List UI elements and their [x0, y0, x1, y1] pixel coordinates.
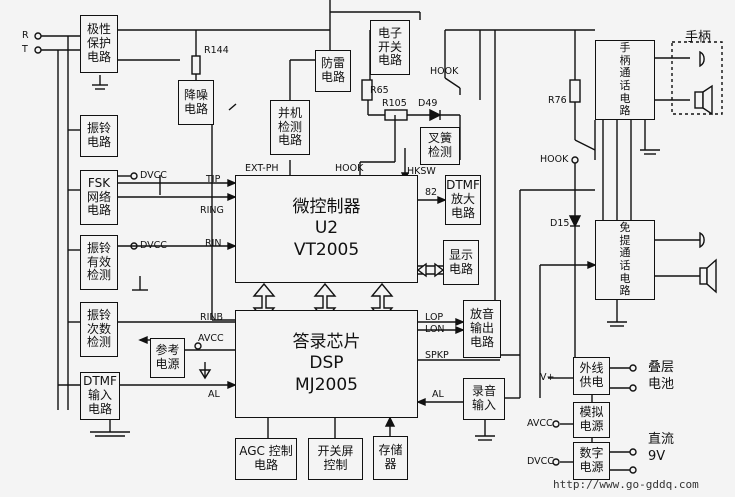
label-r144: R144 [204, 45, 229, 56]
label-r76: R76 [548, 95, 567, 106]
dsp-label: 答录芯片 DSP MJ2005 [292, 332, 361, 395]
storage-label: 存储 器 [378, 443, 403, 471]
label-hksw: HKSW [407, 166, 436, 177]
dtmf-amplifier-block: DTMF 放大 电路 [445, 175, 481, 225]
terminal-r [34, 32, 80, 40]
mcu-block: 微控制器 U2 VT2005 [235, 175, 418, 283]
fork-detect-label: 叉簧 检测 [427, 131, 452, 159]
label-lon: LON [425, 324, 445, 335]
external-supply-block: 外线 供电 [573, 357, 610, 395]
display-block: 显示 电路 [443, 240, 479, 285]
fsk-network-label: FSK 网络 电路 [86, 175, 111, 218]
ring-count-detect-block: 振铃 次数 检测 [80, 302, 118, 357]
dtmf-amplifier-label: DTMF 放大 电路 [446, 178, 480, 220]
reference-power-label: 参考 电源 [155, 343, 180, 371]
storage-block: 存储 器 [373, 436, 408, 480]
noise-reduction-label: 降噪 电路 [183, 87, 208, 116]
label-r65: R65 [370, 85, 389, 96]
label-hook-top: HOOK [430, 66, 459, 77]
digital-power-label: 数字 电源 [579, 446, 604, 474]
label-r105: R105 [382, 98, 407, 109]
label-avcc-right: AVCC [527, 418, 553, 429]
label-dvcc-1: DVCC [140, 170, 167, 181]
handset-call-label: 手 柄 通 话 电 路 [619, 41, 631, 118]
label-ring-signal: RING [200, 205, 224, 216]
label-82: 82 [425, 187, 438, 198]
label-dvcc-right: DVCC [527, 456, 554, 467]
record-input-block: 录音 输入 [463, 378, 505, 420]
label-ext-ph: EXT-PH [245, 163, 279, 174]
ring-circuit-block: 振铃 电路 [80, 115, 118, 157]
agc-control-block: AGC 控制 电路 [235, 438, 297, 480]
handsfree-call-block: 免 提 通 话 电 路 [595, 220, 655, 300]
label-rinb: RINB [200, 312, 224, 323]
label-hook-right: HOOK [540, 154, 569, 165]
playback-output-block: 放音 输出 电路 [463, 300, 501, 358]
mcu-label: 微控制器 U2 VT2005 [292, 197, 361, 260]
noise-reduction-block: 降噪 电路 [178, 80, 214, 125]
ring-valid-detect-block: 振铃 有效 检测 [80, 235, 118, 290]
watermark-url: http://www.go-gddq.com [553, 478, 699, 491]
ring-count-detect-label: 振铃 次数 检测 [86, 307, 111, 350]
parallel-detect-label: 并机 检测 电路 [277, 105, 302, 148]
label-avcc: AVCC [198, 333, 224, 344]
agc-control-label: AGC 控制 电路 [239, 444, 293, 472]
dsp-block: 答录芯片 DSP MJ2005 [235, 310, 418, 418]
parallel-detect-block: 并机 检测 电路 [270, 100, 310, 155]
label-dvcc-2: DVCC [140, 240, 167, 251]
speaker-icon [655, 258, 717, 294]
label-handset: 手柄 [685, 30, 712, 45]
label-lop: LOP [425, 312, 444, 323]
label-al-right: AL [432, 389, 444, 400]
label-tip: TIP [206, 174, 221, 185]
lightning-protection-block: 防雷 电路 [315, 50, 351, 92]
dtmf-input-label: DTMF 输入 电路 [83, 374, 117, 416]
polarity-protection-label: 极性 保护 电路 [86, 22, 111, 64]
terminal-t [34, 46, 80, 54]
reference-power-block: 参考 电源 [150, 338, 185, 378]
handsfree-call-label: 免 提 通 话 电 路 [619, 221, 631, 298]
fork-detect-block: 叉簧 检测 [420, 127, 460, 165]
handset-icon [655, 41, 723, 116]
label-t: T [22, 44, 28, 55]
external-supply-label: 外线 供电 [579, 361, 604, 389]
dtmf-input-block: DTMF 输入 电路 [80, 372, 120, 420]
analog-power-label: 模拟 电源 [579, 405, 604, 433]
polarity-protection-block: 极性 保护 电路 [80, 15, 118, 73]
record-input-label: 录音 输入 [471, 384, 496, 412]
label-spkp: SPKP [425, 350, 449, 361]
lightning-protection-label: 防雷 电路 [320, 56, 345, 84]
analog-power-block: 模拟 电源 [573, 402, 610, 438]
label-d15: D15 [550, 218, 570, 229]
switch-screen-label: 开关屏 控制 [317, 444, 354, 472]
digital-power-block: 数字 电源 [573, 442, 610, 480]
switch-screen-block: 开关屏 控制 [308, 438, 363, 480]
handset-call-block: 手 柄 通 话 电 路 [595, 40, 655, 120]
label-hook-mid: HOOK [335, 163, 364, 174]
playback-output-label: 放音 输出 电路 [469, 307, 494, 349]
ring-valid-detect-label: 振铃 有效 检测 [86, 240, 111, 283]
electronic-switch-block: 电子 开关 电路 [370, 20, 410, 75]
microphone-icon [655, 231, 705, 249]
fsk-network-block: FSK 网络 电路 [80, 170, 118, 225]
electronic-switch-label: 电子 开关 电路 [377, 25, 402, 68]
label-r: R [22, 30, 29, 41]
label-battery: 叠层 电池 [648, 360, 675, 392]
display-label: 显示 电路 [448, 247, 473, 276]
label-rin: RIN [205, 238, 222, 249]
label-dc-9v: 直流 9V [648, 432, 675, 464]
ring-circuit-label: 振铃 电路 [86, 121, 111, 149]
label-al-left: AL [208, 389, 220, 400]
label-d49: D49 [418, 98, 438, 109]
label-vplus: V+ [540, 372, 555, 383]
